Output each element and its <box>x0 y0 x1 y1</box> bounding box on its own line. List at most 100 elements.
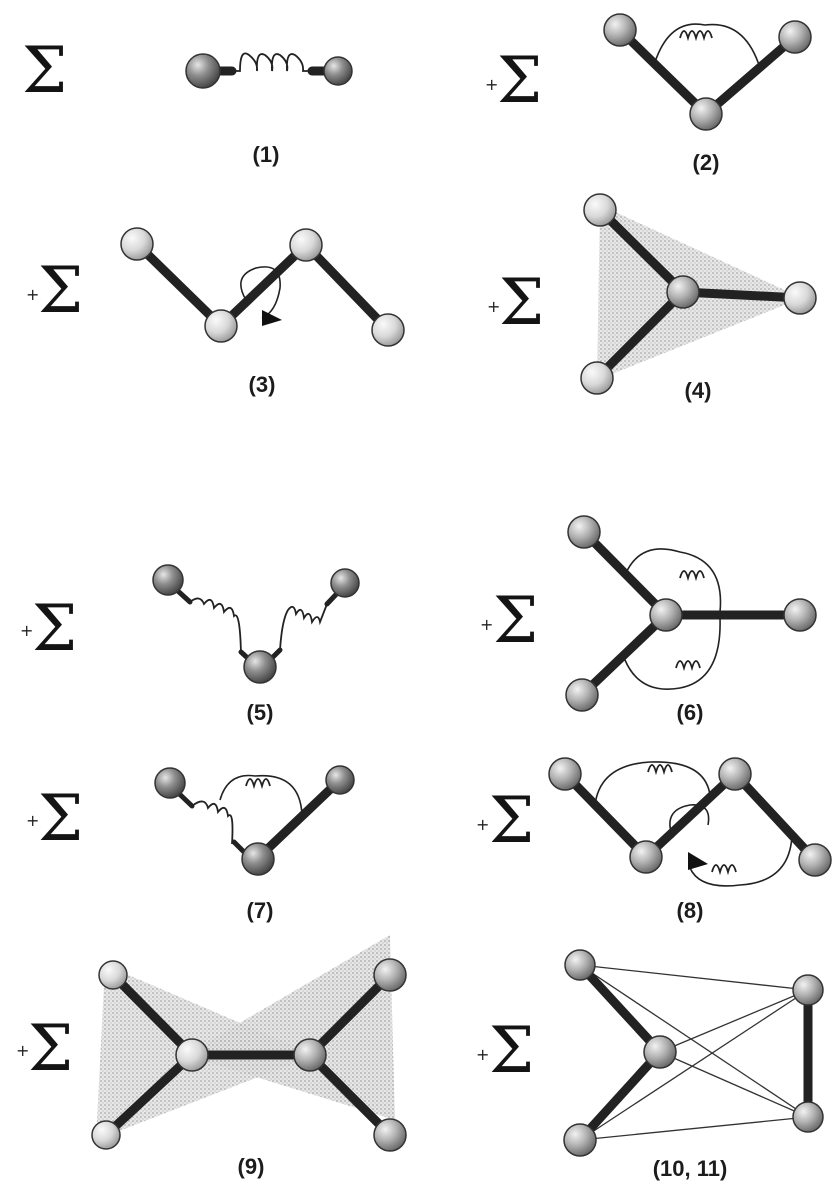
atom <box>629 840 663 874</box>
atom <box>175 1038 209 1072</box>
atom <box>548 757 582 791</box>
bond <box>678 287 805 303</box>
atom <box>154 767 186 799</box>
arrow-head <box>262 310 282 326</box>
bond <box>592 287 688 383</box>
atom <box>243 650 277 684</box>
bond <box>615 25 711 119</box>
torsion-diagram <box>120 227 405 347</box>
panel-4: + Σ (4) <box>487 193 817 403</box>
spring <box>647 764 673 776</box>
stretch-bend-diagram <box>154 765 355 876</box>
atom <box>718 757 752 791</box>
out-of-plane-diagram <box>580 193 817 395</box>
panel-label: (2) <box>693 150 720 175</box>
bend-bend-diagram <box>565 515 817 712</box>
atom <box>373 1118 407 1152</box>
plus-symbol: + <box>485 75 498 94</box>
plus-symbol: + <box>16 1041 29 1060</box>
sum-symbol: Σ <box>28 1012 73 1086</box>
atom <box>204 309 238 343</box>
plus-symbol: + <box>26 285 39 304</box>
atom <box>241 842 275 876</box>
sum-symbol: Σ <box>489 1014 534 1088</box>
atom <box>293 1038 327 1072</box>
atom <box>778 20 812 54</box>
atom <box>583 193 617 227</box>
bond <box>305 1050 395 1140</box>
stretch-stretch-diagram <box>152 564 360 684</box>
atom <box>565 678 599 712</box>
atom <box>91 1120 121 1150</box>
bond <box>575 1047 665 1145</box>
bond <box>132 239 226 331</box>
nonbonded-line <box>579 989 809 1141</box>
panel-9: + Σ (9) <box>16 935 407 1179</box>
plus-symbol: + <box>20 621 33 640</box>
bond <box>253 775 345 863</box>
angle-bend-diagram <box>603 13 812 131</box>
angle-arc <box>219 774 303 816</box>
atom <box>783 281 817 315</box>
spring <box>245 778 271 790</box>
panel-10-11: + Σ (10, 11) <box>476 949 824 1181</box>
out-of-plane-coupling-diagram <box>91 935 407 1152</box>
panel-label: (10, 11) <box>653 1156 728 1181</box>
bond <box>701 32 800 119</box>
nonbonded-line <box>579 964 809 991</box>
panel-2: + Σ (2) <box>485 13 812 175</box>
bond <box>730 769 820 865</box>
bond <box>595 205 688 297</box>
spring <box>191 800 234 845</box>
panel-label: (9) <box>238 1154 265 1179</box>
atom <box>373 958 407 992</box>
sum-symbol: Σ <box>493 584 538 658</box>
rotation-arrow <box>669 804 710 839</box>
panel-7: + Σ (7) <box>26 765 355 923</box>
panel-label: (7) <box>247 898 274 923</box>
bond <box>577 610 671 700</box>
nonbonded-line <box>659 989 809 1053</box>
atom <box>798 843 832 877</box>
spring <box>679 570 705 582</box>
nonbonded-line <box>579 1116 809 1141</box>
plane <box>185 935 395 1120</box>
plus-symbol: + <box>480 615 493 634</box>
bond <box>108 970 197 1060</box>
panel-5: + Σ (5) <box>20 564 360 725</box>
bond <box>101 1050 197 1140</box>
sum-symbol: Σ <box>497 44 542 118</box>
spring <box>679 30 713 42</box>
atom <box>152 564 184 596</box>
plus-symbol: + <box>487 297 500 316</box>
angle-arc <box>624 548 722 613</box>
sum-symbol: Σ <box>489 784 534 858</box>
bond <box>216 240 311 331</box>
atom <box>649 598 683 632</box>
angle-arc <box>689 834 793 887</box>
bond <box>301 240 393 335</box>
angle-arc <box>594 761 711 806</box>
atom <box>120 227 154 261</box>
panel-3: + Σ (3) <box>26 227 405 397</box>
atom <box>185 53 221 89</box>
panel-6: + Σ (6) <box>480 515 817 725</box>
spring <box>232 52 312 72</box>
atom <box>603 13 637 47</box>
atom <box>567 515 601 549</box>
panel-label: (6) <box>677 700 704 725</box>
panel-8: + Σ (8) <box>476 757 832 923</box>
bond <box>575 960 665 1057</box>
bond-stretch-diagram <box>185 52 353 89</box>
spring <box>711 864 737 876</box>
angle-arc <box>654 23 761 69</box>
sum-symbol: Σ <box>499 266 544 340</box>
atom <box>783 598 817 632</box>
plus-symbol: + <box>476 815 489 834</box>
plus-symbol: + <box>26 811 39 830</box>
panel-label: (4) <box>685 378 712 403</box>
sum-symbol: Σ <box>38 782 83 856</box>
atom <box>325 765 355 795</box>
angle-arc <box>624 617 721 690</box>
bond <box>641 769 740 862</box>
